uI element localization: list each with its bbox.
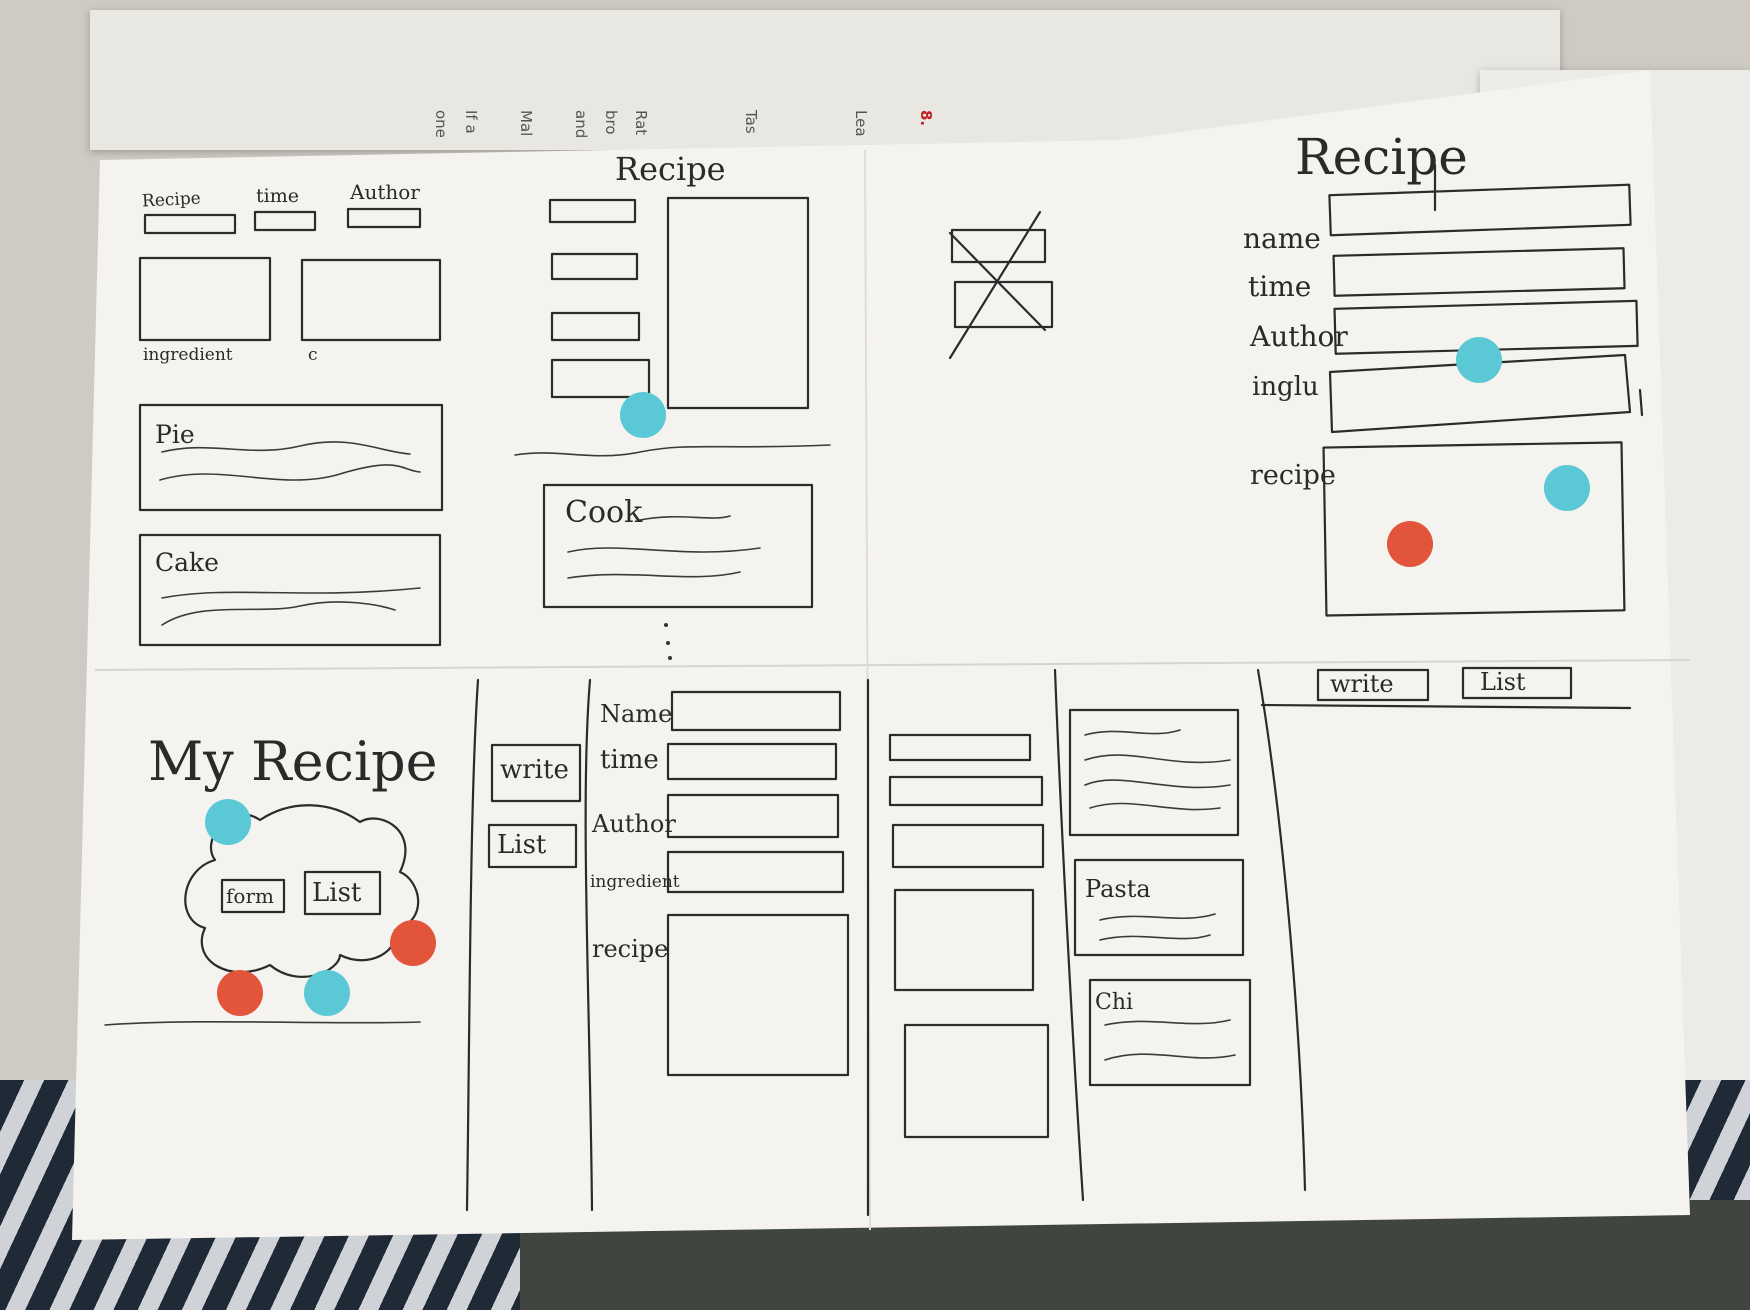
label-recipe: recipe — [1250, 460, 1336, 491]
card-chi[interactable]: Chi — [1095, 990, 1134, 1015]
home-list-button[interactable]: List — [312, 878, 362, 908]
col-label-author: Author — [350, 180, 420, 204]
field-author-label: Author — [592, 810, 676, 838]
col-label-time: time — [256, 185, 299, 207]
cyan-marker — [1456, 337, 1502, 383]
cyan-marker — [620, 392, 666, 438]
cyan-marker — [205, 799, 251, 845]
field-name-label: Name — [600, 700, 673, 728]
recipe-title: Recipe — [615, 150, 726, 188]
red-marker — [390, 920, 436, 966]
field-recipe-label: recipe — [592, 935, 669, 963]
field-ingredient-label: ingredient — [590, 872, 680, 892]
card-pasta[interactable]: Pasta — [1085, 875, 1151, 903]
box-label-c: c — [308, 345, 318, 365]
home-title: My Recipe — [148, 730, 438, 793]
cyan-marker — [304, 970, 350, 1016]
red-marker — [217, 970, 263, 1016]
cyan-marker — [1544, 465, 1590, 511]
write-button[interactable]: write — [1330, 670, 1394, 698]
list-button[interactable]: List — [1480, 668, 1526, 696]
card-pie[interactable]: Pie — [155, 420, 195, 449]
red-marker — [1387, 521, 1433, 567]
field-time-label: time — [600, 745, 659, 775]
box-label-ingredient: ingredient — [143, 345, 233, 365]
col-label-recipe: Recipe — [141, 188, 202, 212]
label-name: name — [1243, 222, 1321, 255]
label-ingredient: inglu — [1252, 372, 1319, 402]
label-time: time — [1248, 270, 1312, 303]
nav-write[interactable]: write — [500, 755, 569, 785]
nav-list[interactable]: List — [497, 830, 547, 860]
card-cake[interactable]: Cake — [155, 548, 219, 577]
form-button[interactable]: form — [226, 884, 274, 908]
form-title: Recipe — [1295, 128, 1468, 186]
card-cook[interactable]: Cook — [565, 495, 643, 530]
label-author: Author — [1250, 320, 1348, 353]
